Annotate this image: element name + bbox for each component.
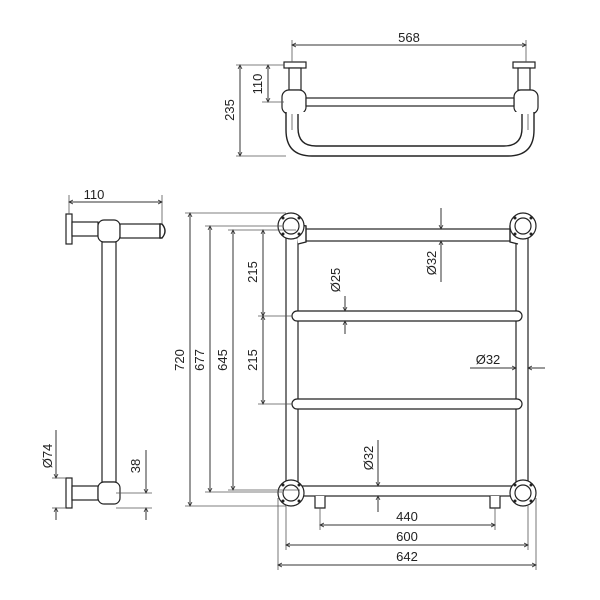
top-straight-rail [305,97,515,107]
top-u-rail-inner [297,114,523,147]
front-height-mid-label: 677 [192,349,207,371]
top-depth-inner-label: 110 [250,74,265,95]
front-rail-dia-top-label: Ø32 [424,251,439,276]
side-top-arm [119,223,161,239]
side-bottom-wall-plate [65,477,73,509]
front-spacing-upper-label: 215 [245,261,260,283]
top-view: 568 110 235 [222,30,539,156]
side-vertical-pipe [101,241,117,483]
front-right-valve [489,496,501,509]
front-width-total-label: 642 [396,549,418,564]
side-top-fitting [97,219,121,243]
front-bottom-right-fitting [509,479,537,507]
top-right-wall-plate [512,61,536,69]
top-left-stem [288,67,302,91]
side-depth-label: 110 [84,187,105,202]
side-top-arm-end [159,223,166,239]
front-rail-dia-side-label: Ø32 [476,352,501,367]
front-width-feet-label: 440 [396,509,418,524]
front-bottom-rail [299,485,515,497]
side-top-stem [71,221,99,237]
side-top-wall-plate [65,213,73,245]
front-width-center-label: 600 [396,529,418,544]
front-height-total-label: 720 [172,349,187,371]
front-rail-3 [291,398,523,410]
front-rail-2 [291,310,523,322]
front-top-left-fitting [277,212,305,240]
front-bottom-left-fitting [277,479,305,507]
top-left-wall-plate [283,61,307,69]
front-top-right-fitting [509,212,537,240]
top-right-stem [517,67,531,91]
front-top-rail [299,228,515,242]
top-left-fitting [281,89,307,115]
top-depth-outer-label: 235 [222,99,237,121]
front-right-post [515,237,529,489]
side-wall-plate-dia-label: Ø74 [40,444,55,469]
front-left-post [285,237,299,489]
side-view: 110 Ø74 38 [40,187,166,520]
side-bottom-stem [71,485,99,501]
front-left-valve [314,496,326,509]
side-pipe-offset-label: 38 [128,459,143,473]
top-right-fitting [513,89,539,115]
top-width-label: 568 [398,30,420,45]
front-height-inner-label: 645 [215,349,230,371]
front-spacing-lower-label: 215 [245,349,260,371]
front-rail-dia-small-label: Ø25 [328,268,343,293]
front-view: 720 677 645 215 215 Ø25 Ø32 Ø32 Ø32 440 [172,208,545,570]
front-rail-dia-bottom-label: Ø32 [361,446,376,471]
